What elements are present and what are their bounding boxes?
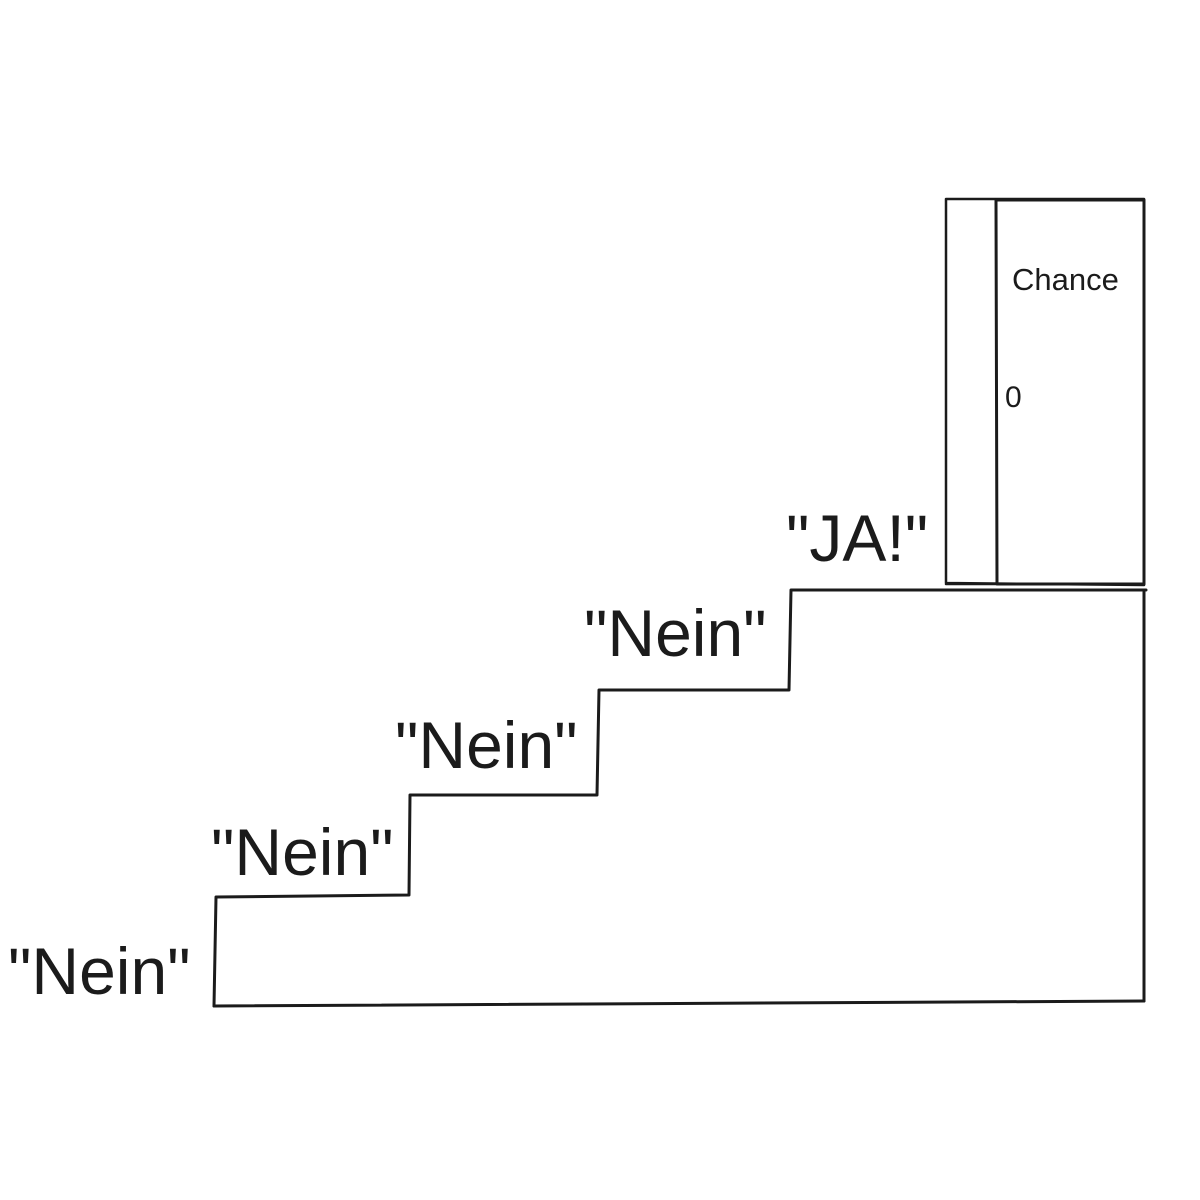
step-label-4: "Nein" xyxy=(584,596,767,670)
staircase xyxy=(212,588,1148,1008)
step-label-2: "Nein" xyxy=(211,815,394,889)
door-label: Chance xyxy=(1012,262,1119,297)
step-labels: "Nein" "Nein" "Nein" "Nein" "JA!" xyxy=(8,501,928,1008)
staircase-outline xyxy=(212,588,1148,1008)
staircase-floor-line xyxy=(212,999,1146,1008)
step-label-1: "Nein" xyxy=(8,934,191,1008)
door: Chance 0 xyxy=(944,197,1146,587)
step-label-3: "Nein" xyxy=(395,708,578,782)
step-label-5: "JA!" xyxy=(786,501,928,575)
door-knob-icon: 0 xyxy=(1005,381,1022,414)
door-frame xyxy=(944,197,1146,587)
